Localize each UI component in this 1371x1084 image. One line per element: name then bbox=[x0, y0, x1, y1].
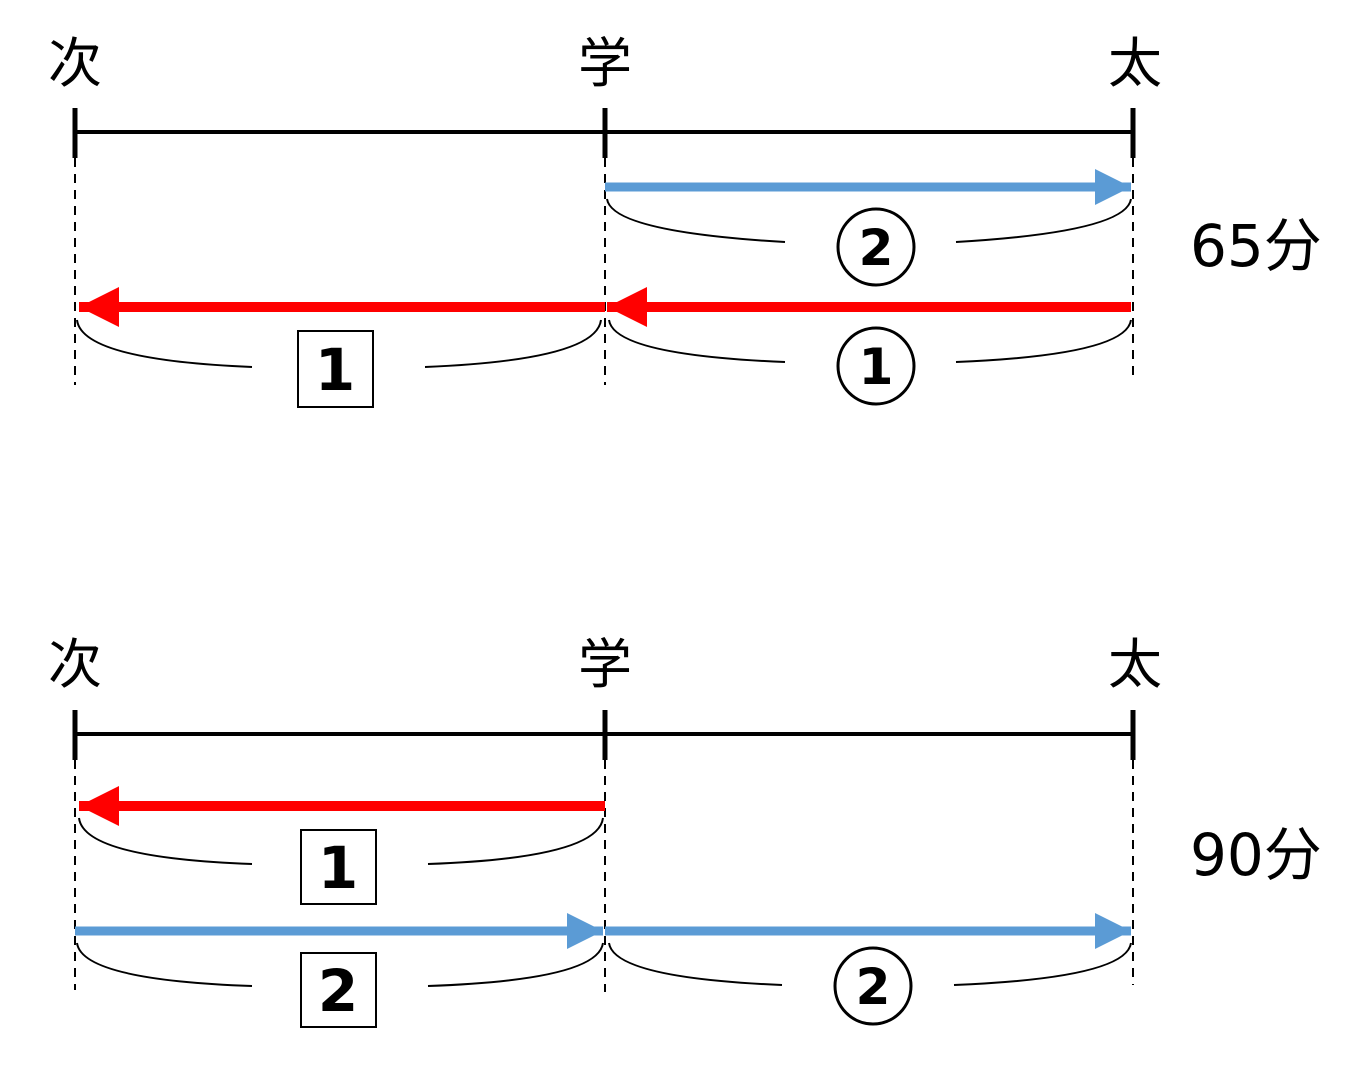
top-circle-label-red bbox=[836, 326, 916, 406]
bottom-brace-blue-left-a bbox=[76, 942, 253, 987]
top-place-left: 次 bbox=[48, 32, 102, 95]
top-place-right: 太 bbox=[1108, 32, 1162, 95]
top-circle-label-red-text: 1 bbox=[859, 338, 894, 396]
top-total-time: 65分 bbox=[1190, 212, 1322, 280]
top-brace-blue-left bbox=[606, 198, 786, 243]
bottom-box-label-red-text: 1 bbox=[318, 834, 358, 902]
top-brace-red-left-b bbox=[424, 319, 602, 368]
bottom-circle-label-blue-text: 2 bbox=[856, 958, 891, 1016]
top-box-label-red bbox=[297, 330, 374, 408]
bottom-place-right: 太 bbox=[1108, 633, 1162, 696]
bottom-place-left: 次 bbox=[48, 633, 102, 696]
top-circle-label-blue bbox=[836, 207, 916, 287]
top-circle-label-blue-text: 2 bbox=[859, 219, 894, 277]
bottom-brace-red-a bbox=[78, 817, 253, 865]
bottom-place-middle: 学 bbox=[578, 633, 632, 696]
bottom-diagram: 次 学 太 1 90分 2 2 bbox=[48, 633, 1322, 1028]
bottom-brace-blue-left-b bbox=[427, 942, 604, 987]
top-brace-red-left-a bbox=[76, 319, 253, 368]
top-place-middle: 学 bbox=[578, 32, 632, 95]
top-brace-red-right-a bbox=[608, 319, 786, 363]
bottom-brace-blue-right-a bbox=[608, 942, 783, 986]
bottom-box-label-red bbox=[300, 829, 377, 905]
bottom-brace-blue-right-b bbox=[953, 942, 1132, 986]
bottom-box-label-blue-text: 2 bbox=[318, 957, 358, 1025]
bottom-circle-label-blue bbox=[833, 946, 913, 1026]
bottom-box-label-blue bbox=[300, 952, 377, 1028]
bottom-brace-red-b bbox=[427, 817, 604, 865]
top-brace-blue-right bbox=[955, 198, 1132, 243]
top-box-label-red-text: 1 bbox=[315, 336, 355, 404]
top-brace-red-right-b bbox=[955, 319, 1132, 363]
top-diagram: 次 学 太 2 65分 1 1 bbox=[48, 32, 1322, 408]
bottom-total-time: 90分 bbox=[1190, 821, 1322, 889]
